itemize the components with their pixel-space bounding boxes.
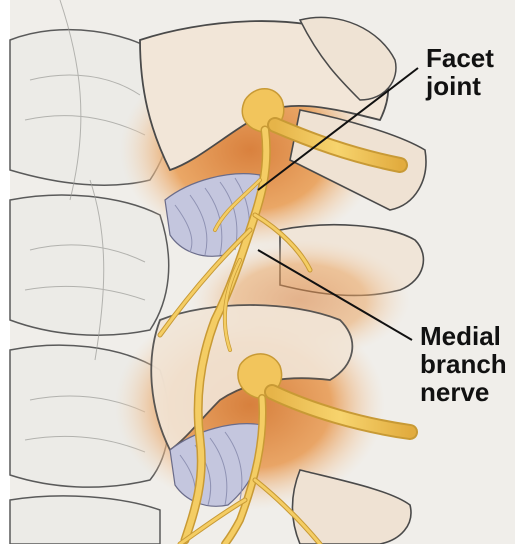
facet-joint-label: Facet joint <box>426 44 494 100</box>
medial-branch-nerve-label: Medial branch nerve <box>420 322 507 406</box>
